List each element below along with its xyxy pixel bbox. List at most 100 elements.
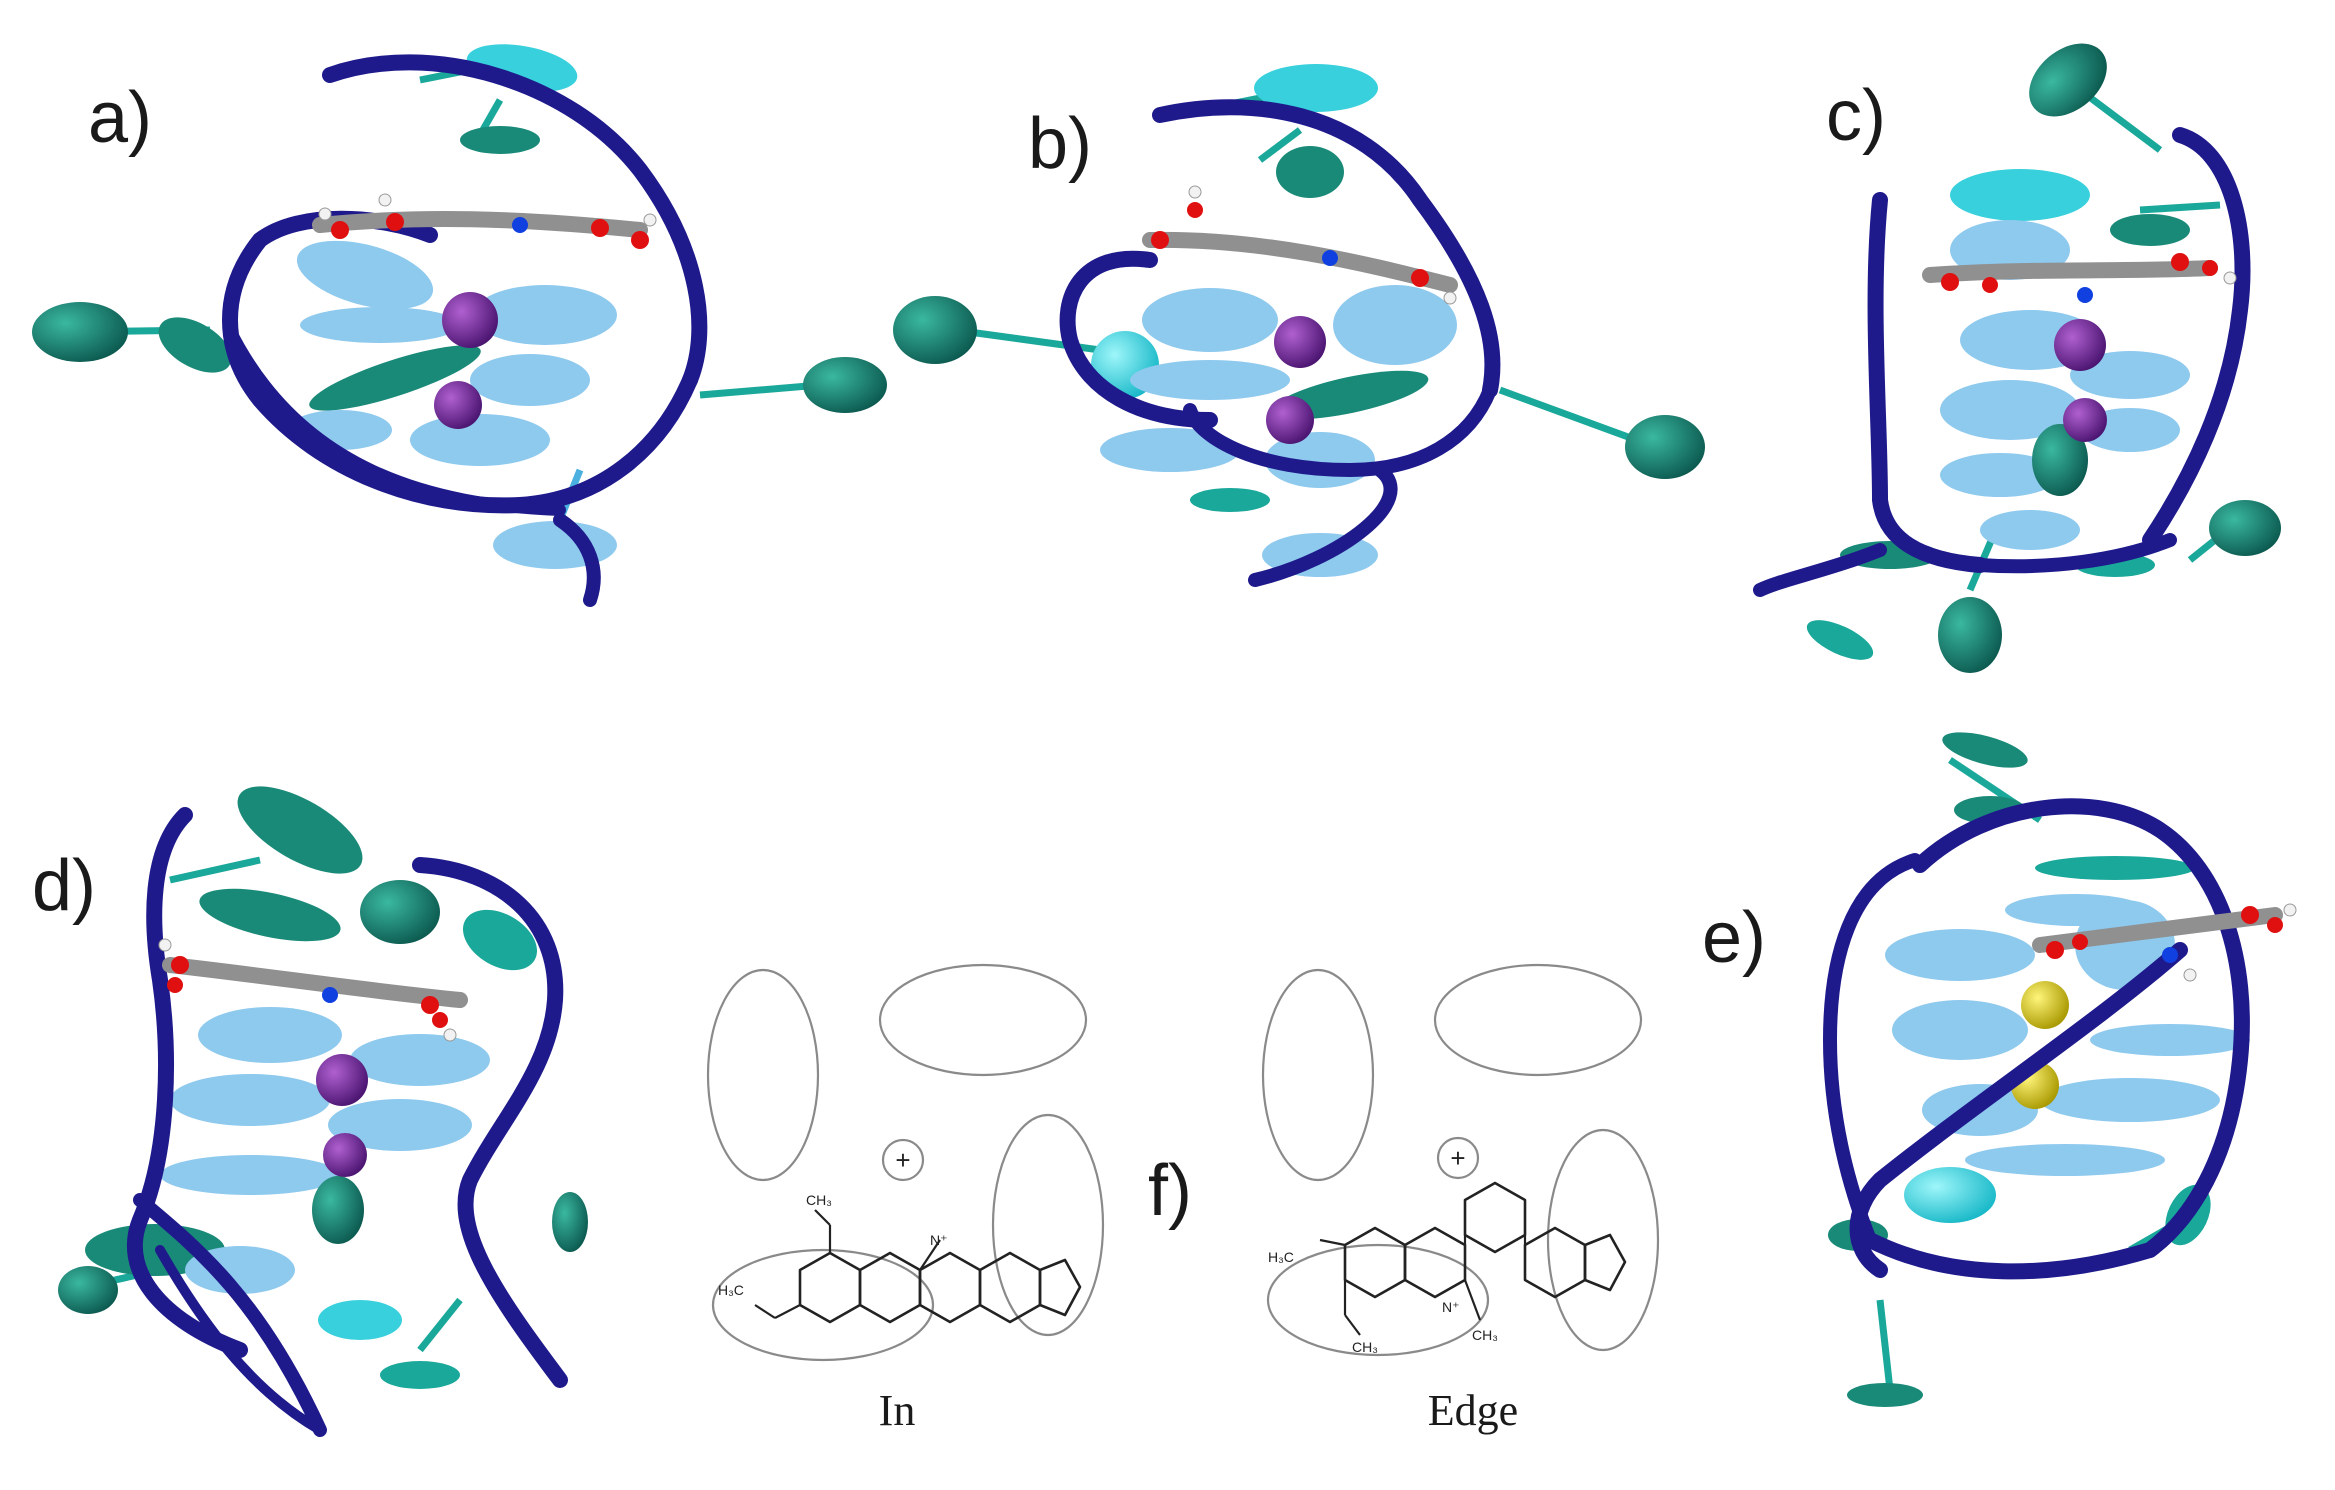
base-a-2 [803,357,887,413]
ligand-b [1142,185,1458,305]
edge-ellipse-right [1546,1128,1660,1352]
in-ring-4 [978,1251,1042,1324]
base-a-10 [309,345,481,411]
base-d-14 [318,1300,402,1340]
base-c-13 [1806,620,1874,660]
in-ring-2 [858,1251,922,1324]
base-c-6 [2070,351,2190,399]
edge-ellipse-bottom [1266,1243,1490,1357]
base-c-14 [1938,597,2002,673]
base-e-8 [1892,1000,2028,1060]
ion-c-1 [2054,319,2106,371]
ion-e-1 [2021,981,2069,1029]
panel-b: b) [893,64,1705,587]
panel-d-label: d) [32,846,96,926]
base-e-11 [1965,1144,2165,1176]
base-c-10 [2032,424,2088,496]
base-e-15 [1847,1383,1923,1407]
ligand-e [2032,903,2297,982]
base-c-11 [1980,510,2080,550]
panel-d: d) [32,786,588,1437]
edge-dioxole [1583,1233,1627,1292]
edge-methoxy-label: H₃C [1268,1249,1294,1265]
panel-a: a) [32,44,887,607]
base-a-12 [410,414,550,466]
base-d-7 [170,1074,330,1126]
in-caption: In [879,1386,916,1435]
base-a-5 [158,317,232,373]
base-e-3 [2035,856,2195,880]
base-c-15 [2209,500,2281,556]
base-b-3 [1254,64,1378,112]
in-plus-sign: + [895,1145,910,1175]
base-b-1 [893,296,977,364]
edge-plus-circle [1436,1136,1480,1180]
base-c-7 [1940,380,2080,440]
bases-e [1828,732,2250,1407]
edge-caption: Edge [1428,1386,1518,1435]
ion-b-2 [1266,396,1314,444]
bases-b [893,64,1705,577]
base-d-2 [199,888,341,942]
ion-c-2 [2063,398,2107,442]
ion-d-2 [323,1133,367,1177]
base-d-3 [360,880,440,944]
base-a-6 [296,240,434,310]
edge-ring-1 [1343,1226,1407,1299]
backbone-c [1753,127,2251,597]
edge-ring-3 [1463,1181,1527,1254]
edge-ring-2 [1403,1226,1467,1299]
backbone-a [222,54,708,607]
ligand-c [1922,253,2237,303]
panel-f-label: f) [1148,1151,1192,1231]
base-a-9 [470,354,590,406]
base-e-6 [1885,929,2035,981]
edge-methyl-top-label: CH₃ [1352,1339,1378,1355]
base-d-16 [552,1192,588,1252]
base-a-4 [460,126,540,154]
edge-ellipse-left [1261,968,1375,1182]
base-a-8 [300,307,460,343]
base-c-1 [2029,43,2107,117]
ligand-a [312,193,657,249]
panel-b-label: b) [1028,104,1092,184]
ion-a-1 [442,292,498,348]
base-b-8 [1130,360,1290,400]
in-nplus-label: N⁺ [930,1232,948,1248]
in-dioxole [1038,1258,1082,1317]
panel-e-label: e) [1702,898,1766,978]
base-d-13 [58,1266,118,1314]
base-a-1 [32,302,128,362]
base-b-2 [1625,415,1705,479]
in-ring-3 [918,1251,982,1324]
base-d-4 [463,909,537,971]
ion-a-2 [434,381,482,429]
edge-methyl-label: CH₃ [1472,1327,1498,1343]
edge-nplus-label: N⁺ [1442,1299,1460,1315]
base-c-2 [1950,169,2090,221]
scheme-edge: + H₃C CH₃ N⁺ CH₃ Edge [1261,963,1660,1435]
base-c-9 [1940,453,2060,497]
base-d-8 [328,1099,472,1151]
edge-molecule [1319,1181,1627,1336]
edge-ellipse-top [1433,963,1643,1077]
base-c-3 [2110,214,2190,246]
bases-a [32,44,887,569]
base-d-1 [237,786,363,874]
base-b-6 [1142,288,1278,352]
base-d-5 [198,1007,342,1063]
base-b-9 [1271,370,1429,420]
base-b-7 [1333,285,1457,365]
base-b-12 [1190,488,1270,512]
in-plus-circle [881,1138,925,1182]
panel-c-label: c) [1826,76,1886,156]
ion-d-1 [316,1054,368,1106]
backbone-e [1822,798,2250,1280]
in-ring-1 [798,1251,862,1324]
base-e-12 [1904,1167,1996,1223]
in-ellipse-right [991,1113,1105,1337]
scheme-in: + CH₃ H₃C N⁺ In [706,963,1105,1435]
edge-plus-sign: + [1450,1143,1465,1173]
in-molecule [754,1209,1082,1324]
base-e-9 [2040,1078,2220,1122]
